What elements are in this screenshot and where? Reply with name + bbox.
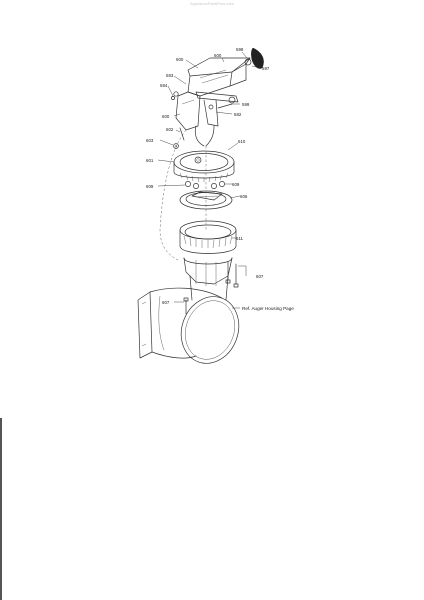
callout-610: 610	[238, 139, 246, 144]
callout-607-left: 607	[162, 300, 170, 305]
bolt-602	[173, 127, 185, 149]
leader-lines	[157, 51, 261, 309]
callout-601: 601	[146, 158, 154, 163]
callout-607-right: 607	[256, 274, 264, 279]
lower-chute-ring	[179, 220, 237, 254]
callout-583: 583	[166, 73, 174, 78]
page-edge-mark	[0, 418, 2, 600]
callout-609-left: 609	[146, 184, 154, 189]
bolt-607-left	[183, 297, 189, 315]
callout-597: 597	[262, 66, 270, 71]
watermark: AppliancePartsPros.com	[190, 1, 234, 6]
retainer-nuts	[185, 181, 225, 189]
callout-603: 603	[146, 138, 154, 143]
callout-602: 602	[166, 127, 174, 132]
callout-600-a: 600	[176, 57, 184, 62]
callout-582: 582	[234, 112, 242, 117]
auger-housing-outlet	[137, 287, 240, 364]
callout-labels: 600 600 598 597 583 584 599 582 600 602 …	[146, 47, 294, 311]
callout-611: 611	[236, 236, 244, 241]
callout-598: 598	[236, 47, 244, 52]
chute-rotator-ring	[173, 150, 235, 183]
callout-599: 599	[242, 102, 250, 107]
upper-chute-tube	[159, 125, 215, 261]
bolts-607-right	[225, 261, 247, 288]
callout-584: 584	[160, 83, 168, 88]
chute-deflector	[171, 57, 251, 131]
callout-609-right: 609	[232, 182, 240, 187]
callout-600-b: 600	[214, 53, 222, 58]
ref-auger-housing-note: Ref. Auger Housing Page	[242, 306, 294, 311]
callout-600-c: 600	[162, 114, 170, 119]
callout-606: 606	[240, 194, 248, 199]
